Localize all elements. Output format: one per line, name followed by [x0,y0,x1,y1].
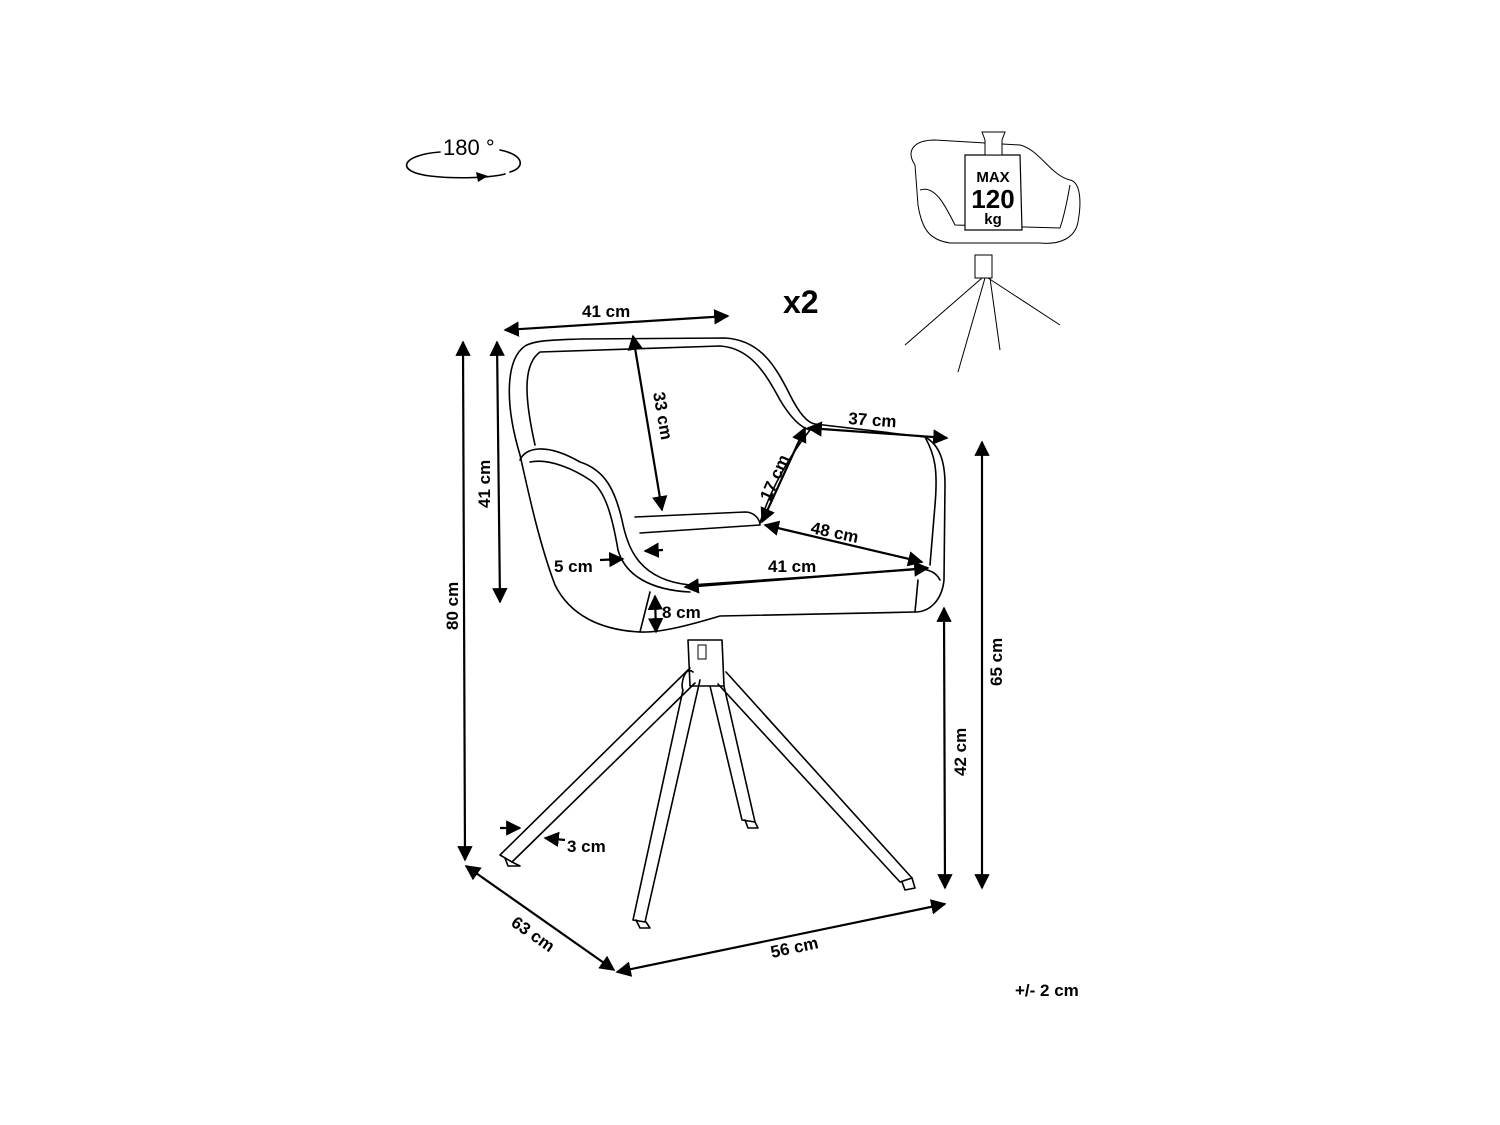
rotation-label: 180 ° [443,135,495,160]
max-load-icon: MAX 120 kg [904,131,1081,373]
svg-text:kg: kg [984,211,1002,228]
svg-text:MAX: MAX [976,169,1009,186]
dim-back-height: 33 cm [649,390,676,441]
dim-leg-thickness: 3 cm [567,837,606,856]
dim-seat-depth: 48 cm [809,518,860,547]
quantity-label: x2 [783,284,819,320]
dim-seat-height: 42 cm [951,728,970,776]
tolerance-note: +/- 2 cm [1015,981,1079,1000]
rotation-icon: 180 ° [406,135,521,182]
svg-text:120: 120 [971,184,1014,214]
dim-shell-thickness: 5 cm [554,557,593,576]
dim-width: 56 cm [769,933,820,962]
dim-depth: 63 cm [508,913,558,956]
dim-backrest-height: 41 cm [475,460,494,508]
dim-total-height: 80 cm [443,582,462,630]
dimension-lines [455,309,990,977]
dim-seat-width: 41 cm [768,557,816,576]
dim-armrest-floor-height: 65 cm [987,638,1006,686]
dim-armrest-height: 17 cm [756,452,793,504]
dim-back-width: 41 cm [582,302,630,321]
dim-armrest-depth: 37 cm [848,409,897,431]
dim-seat-thickness: 8 cm [662,603,701,622]
